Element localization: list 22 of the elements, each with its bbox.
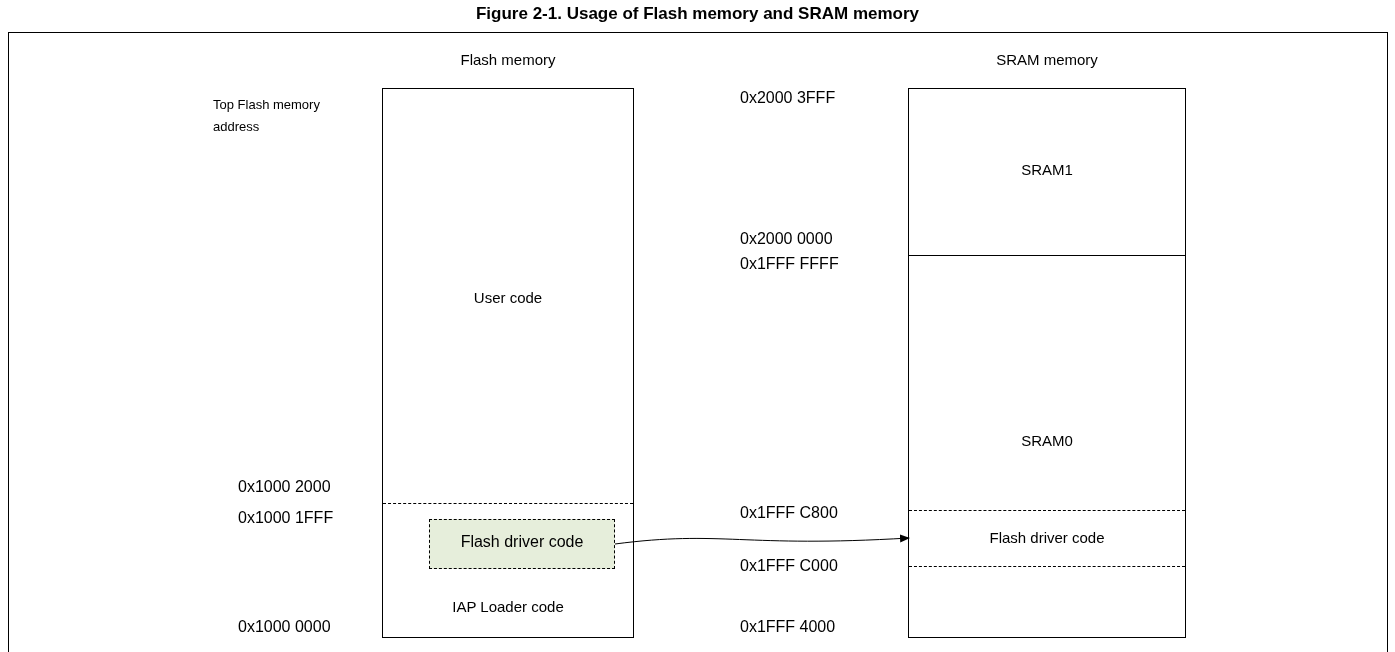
address-label: 0x1000 2000 — [238, 478, 331, 496]
address-label: 0x2000 3FFF — [740, 89, 836, 107]
region-label: IAP Loader code — [451, 598, 565, 615]
address-label: 0x1FFF C800 — [740, 504, 838, 522]
address-label: 0x1FFF C000 — [740, 557, 838, 575]
code-box — [429, 519, 615, 569]
region-label: User code — [472, 289, 544, 306]
region-label: SRAM0 — [1020, 432, 1074, 449]
address-note: Top Flash memory address — [213, 96, 321, 136]
memory-region — [909, 510, 1185, 567]
region-label: Flash driver code — [988, 529, 1106, 546]
address-label: 0x2000 0000 — [740, 230, 833, 248]
region-label: SRAM1 — [1020, 161, 1074, 178]
arrow — [614, 534, 910, 545]
address-label: 0x1FFF FFFF — [740, 255, 839, 273]
address-label: 0x1000 1FFF — [238, 509, 334, 527]
address-label: 0x1000 0000 — [238, 618, 331, 636]
block-heading: Flash memory — [459, 51, 557, 68]
region-label: Flash driver code — [459, 533, 585, 551]
figure-title: Figure 2-1. Usage of Flash memory and SRAM memory — [474, 4, 921, 24]
block-heading: SRAM memory — [995, 51, 1099, 68]
address-label: 0x1FFF 4000 — [740, 618, 836, 636]
